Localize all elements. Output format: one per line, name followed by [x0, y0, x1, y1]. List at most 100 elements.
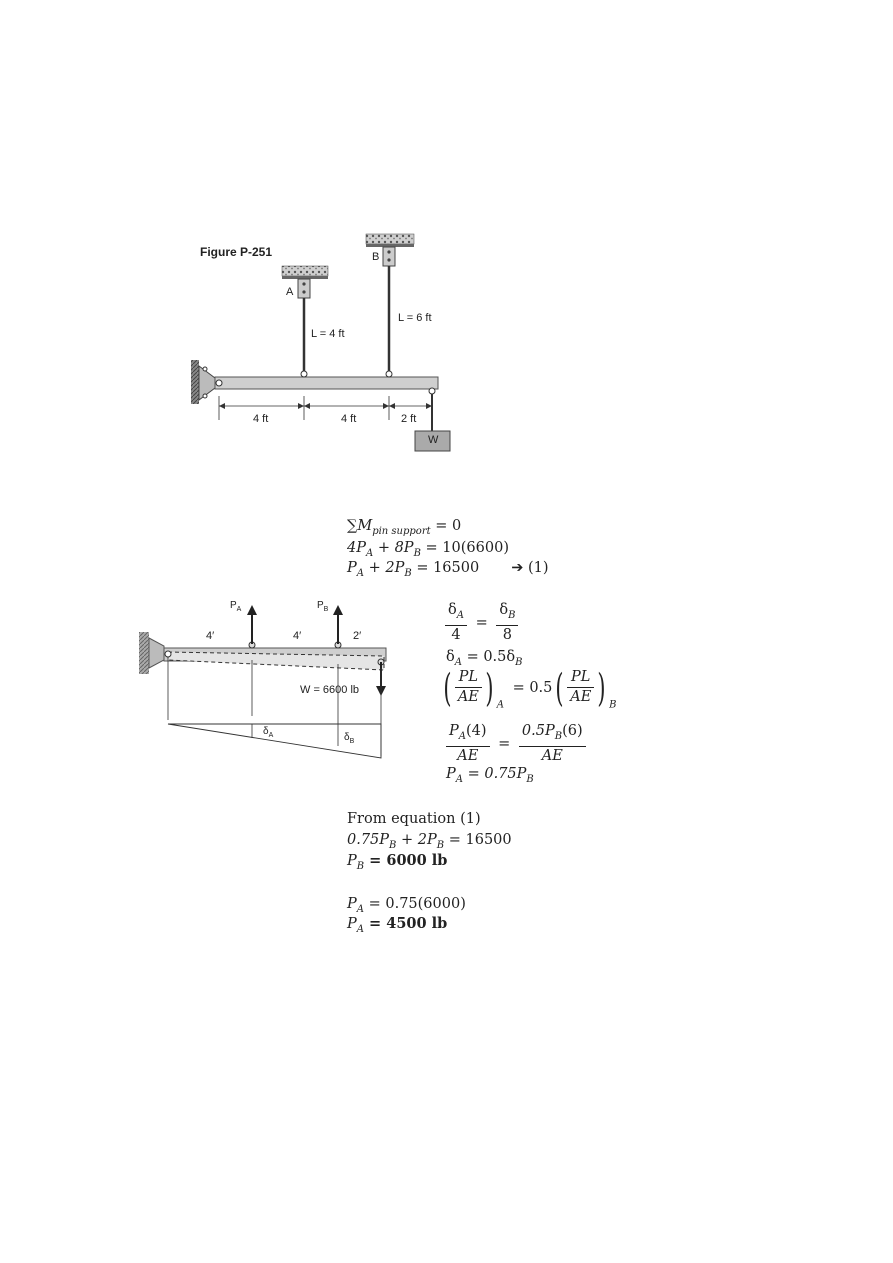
- delta-a-label: δA: [263, 726, 273, 739]
- figure-title: Figure P-251: [200, 245, 273, 259]
- sub-a: A: [496, 699, 504, 711]
- sol3-result: = 6000 lb: [364, 852, 448, 869]
- fraction-delta-a: δA 4: [445, 601, 467, 645]
- result-pa-sub: A: [455, 773, 463, 785]
- fbd-load-label: W = 6600 lb: [300, 684, 360, 696]
- den-ae-2: AE: [541, 747, 563, 764]
- label-b: B: [372, 251, 380, 263]
- compat-equation-2: δA = 0.5δB: [446, 649, 523, 668]
- moment-equation-1: ∑Mpin support = 0: [347, 516, 461, 542]
- delta-b-label: δB: [344, 732, 354, 745]
- solution-line-3: PB = 6000 lb: [347, 851, 447, 877]
- delta-b-symbol: δ: [344, 732, 350, 743]
- ae-a: AE: [457, 689, 479, 705]
- compat-equation-1: δA 4 = δB 8: [445, 601, 519, 645]
- equation-ref-1: ➔ (1): [511, 560, 549, 576]
- moment-equation-2: 4PA + 8PB = 10(6600): [347, 538, 509, 564]
- sol5-sub: A: [356, 923, 364, 935]
- paren-close-b: ): [597, 665, 606, 710]
- figure-p251-drawing: [191, 233, 451, 452]
- pl-a: PL: [454, 668, 482, 688]
- moment-equation-3: PA + 2PB = 16500 ➔ (1): [347, 558, 549, 584]
- sol4-pa: P: [347, 896, 357, 912]
- result-pa: P: [446, 766, 456, 782]
- segment-3-label: 2′: [353, 630, 362, 642]
- rod-a-length: L = 4 ft: [311, 328, 345, 340]
- force-a-sub: A: [236, 606, 242, 613]
- sol3-pb: P: [347, 853, 357, 869]
- sol2-rhs: = 16500: [444, 832, 512, 848]
- sum-moment: ∑M: [347, 518, 373, 534]
- ceiling-b: [365, 233, 415, 245]
- solution-from: From equation (1): [347, 811, 481, 827]
- sol5-result: = 4500 lb: [364, 915, 448, 932]
- eq2-term1: 4P: [347, 540, 366, 556]
- sol3-sub: B: [356, 860, 365, 872]
- eq2-sub-a: A: [365, 547, 374, 559]
- eq3-rhs: = 16500: [411, 560, 480, 576]
- sol2-term1: 0.75P: [347, 832, 390, 848]
- dimension-3: 2 ft: [401, 413, 417, 425]
- sol4-sub: A: [356, 903, 364, 915]
- solution-line-4: PA = 0.75(6000): [347, 894, 466, 920]
- segment-1-label: 4′: [206, 630, 215, 642]
- eq2-term2: + 8P: [373, 540, 414, 556]
- force-a-label: PA: [230, 600, 241, 613]
- dimension-2: 4 ft: [341, 413, 357, 425]
- frac2-num: δ: [499, 602, 509, 618]
- sum-moment-sub: pin support: [372, 525, 431, 537]
- eq3-sub-a: A: [356, 567, 364, 579]
- eq3-sub-b: B: [404, 567, 412, 579]
- eq2-sub-b: B: [413, 547, 421, 559]
- paren-open-a: (: [443, 665, 452, 710]
- weight-label: W: [428, 434, 439, 446]
- paren-open-b: (: [555, 665, 564, 710]
- eq-delta-a: δ: [446, 649, 455, 665]
- eq-delta-rhs: = 0.5δ: [461, 649, 516, 665]
- force-b-symbol: P: [317, 600, 324, 611]
- compat-equation-4: PA(4) AE = 0.5PB(6) AE: [446, 722, 586, 766]
- solution-line-2: 0.75PB + 2PB = 16500: [347, 830, 512, 856]
- pa: P: [449, 723, 459, 739]
- eq3-term2: + 2P: [364, 560, 405, 576]
- weight-box: [414, 430, 451, 452]
- rod-b-length: L = 6 ft: [398, 312, 432, 324]
- solution-line-5: PA = 4500 lb: [347, 914, 447, 940]
- delta-a-sub: A: [268, 732, 274, 739]
- equals-2: =: [498, 735, 511, 752]
- compat-equation-3: ( PL AE )A = 0.5( PL AE )B: [440, 668, 616, 711]
- result-rhs-sub: B: [526, 773, 534, 785]
- eq-delta-rhs-sub: B: [515, 656, 523, 668]
- force-b-sub: B: [323, 606, 329, 613]
- bracket-a: [297, 278, 311, 299]
- dimension-1: 4 ft: [253, 413, 269, 425]
- pb-sub: B: [554, 730, 563, 742]
- label-a: A: [286, 286, 294, 298]
- eq3-term1: P: [347, 560, 357, 576]
- compat-equation-5: PA = 0.75PB: [446, 766, 534, 785]
- deflection-triangle: [167, 723, 382, 759]
- equals-1: =: [475, 614, 488, 631]
- frac1-den: 4: [451, 626, 461, 643]
- pl-b: PL: [567, 668, 595, 688]
- pb-rest: (6): [562, 723, 583, 739]
- sub-b: B: [609, 699, 617, 711]
- pa-sub: A: [458, 730, 466, 742]
- den-ae-1: AE: [457, 747, 479, 764]
- ae-b: AE: [570, 689, 592, 705]
- sol4-rhs: = 0.75(6000): [364, 896, 466, 912]
- pb: 0.5P: [521, 723, 555, 739]
- fraction-pa4: PA(4) AE: [446, 722, 490, 766]
- frac1-num-sub: A: [456, 609, 464, 621]
- frac2-den: 8: [502, 626, 512, 643]
- deflection-diagram: PA PB 4′ 4′ 2′ W = 6600 lb δA δB: [136, 596, 396, 766]
- sol5-pa: P: [347, 916, 357, 932]
- eq-delta-a-sub: A: [454, 656, 462, 668]
- figure-p251: Figure P-251 B A L = 6 ft L = 4 ft 4 ft …: [185, 228, 475, 458]
- ceiling-a: [281, 265, 329, 277]
- delta-b-sub: B: [349, 738, 355, 745]
- fraction-pb6: 0.5PB(6) AE: [518, 722, 586, 766]
- eq2-rhs: = 10(6600): [420, 540, 509, 556]
- bracket-b: [382, 246, 396, 267]
- wall: [191, 360, 199, 404]
